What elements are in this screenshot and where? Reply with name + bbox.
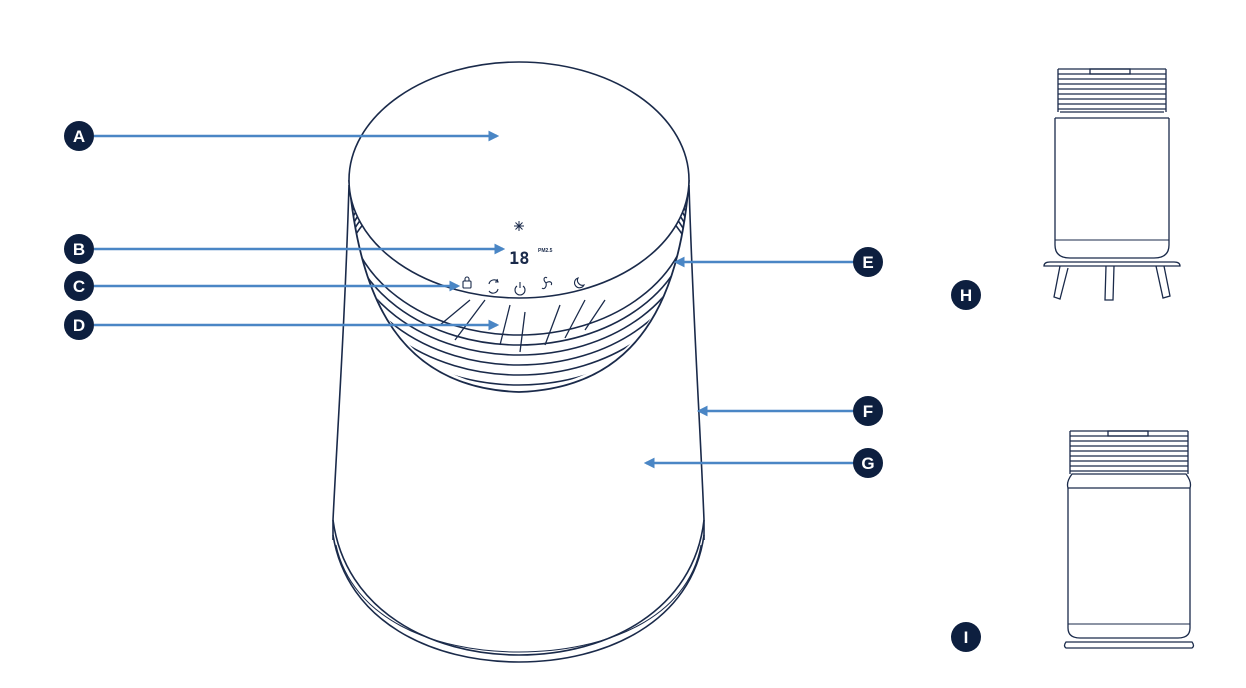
badge-g: G (853, 448, 883, 478)
top-grille (349, 180, 689, 390)
badge-f: F (853, 396, 883, 426)
display-panel: 18 PM2.5 (509, 221, 553, 269)
pm25-unit: PM2.5 (538, 248, 553, 254)
svg-text:I: I (964, 628, 969, 647)
fan-speed-icon[interactable] (541, 276, 553, 290)
legs-stand (1043, 261, 1181, 267)
control-buttons[interactable] (462, 276, 586, 296)
sleep-mode-icon[interactable] (574, 277, 586, 289)
main-purifier (332, 61, 705, 663)
auto-mode-icon[interactable] (488, 278, 499, 294)
pm25-reading: 18 (509, 249, 529, 269)
base-ring (332, 519, 705, 656)
svg-text:H: H (960, 286, 972, 305)
power-icon[interactable] (514, 282, 526, 296)
housing-body (332, 184, 705, 540)
badge-d: D (64, 310, 94, 340)
svg-text:D: D (73, 316, 85, 335)
badge-h: H (951, 280, 981, 310)
side-view-base (1063, 430, 1195, 649)
svg-text:C: C (73, 277, 85, 296)
callout-badges: A B C D E F G H (64, 121, 981, 652)
svg-text:B: B (73, 240, 85, 259)
lock-icon[interactable] (462, 276, 472, 289)
svg-text:E: E (862, 253, 873, 272)
side-body (1054, 118, 1170, 259)
badge-e: E (853, 247, 883, 277)
top-cap (348, 61, 690, 299)
side-grille (1057, 68, 1167, 112)
badge-i: I (951, 622, 981, 652)
callout-arrows (94, 130, 854, 469)
badge-a: A (64, 121, 94, 151)
badge-c: C (64, 271, 94, 301)
badge-b: B (64, 234, 94, 264)
svg-text:G: G (861, 454, 874, 473)
snowflake-icon (514, 221, 524, 231)
side-view-with-legs (1043, 68, 1181, 301)
svg-text:F: F (863, 402, 873, 421)
svg-text:A: A (73, 127, 85, 146)
